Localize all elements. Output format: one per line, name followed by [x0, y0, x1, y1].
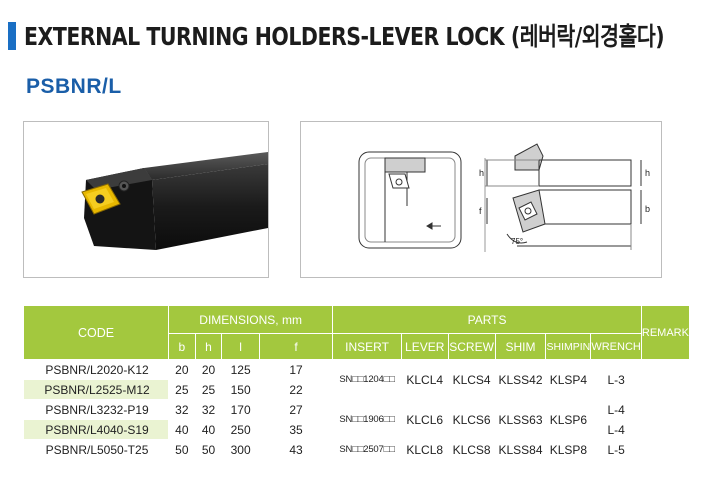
row-code: PSBNR/L2525-M12 — [22, 379, 170, 400]
header-wrench: WRENCH — [590, 333, 642, 360]
row-h: 32 — [194, 399, 223, 420]
table-row: PSBNR/L5050-T25 50 50 300 43 SN□□2507□□ … — [22, 439, 691, 460]
row-screw: KLCS8 — [447, 439, 496, 460]
row-l: 250 — [221, 419, 260, 440]
row-h: 20 — [194, 359, 223, 380]
row-b: 32 — [168, 399, 196, 420]
header-shim: SHIM — [494, 333, 547, 360]
row-b: 25 — [168, 379, 196, 400]
header-insert: INSERT — [332, 333, 402, 360]
row-f: 17 — [258, 359, 334, 380]
row-l: 300 — [221, 439, 260, 460]
table-row: PSBNR/L2525-M12 25 25 150 22 — [22, 379, 691, 400]
table-row: PSBNR/L2020-K12 20 20 125 17 SN□□1204□□ … — [22, 359, 691, 400]
row-b: 50 — [168, 439, 196, 460]
row-shimpin: KLSP8 — [545, 439, 592, 460]
row-b: 20 — [168, 359, 196, 380]
product-photo — [23, 121, 269, 278]
row-h: 25 — [194, 379, 223, 400]
row-f: 22 — [258, 379, 334, 400]
header-shimpin: SHIMPIN — [545, 333, 592, 360]
row-f: 27 — [258, 399, 334, 420]
row-lever: KLCL8 — [400, 439, 449, 460]
model-name: PSBNR/L — [26, 75, 122, 98]
row-shimpin: KLSP6 — [545, 399, 592, 440]
row-code: PSBNR/L4040-S19 — [22, 419, 170, 440]
label-f: f — [479, 206, 482, 216]
row-remark — [640, 399, 691, 420]
table-row: PSBNR/L3232-P19 32 32 170 27 SN□□1906□□ … — [22, 399, 691, 440]
header-lever: LEVER — [400, 333, 449, 360]
row-remark — [640, 379, 691, 400]
header-parts: PARTS — [332, 305, 642, 334]
row-remark — [640, 439, 691, 460]
header-dimensions: DIMENSIONS, mm — [168, 305, 334, 334]
header-dim-h: h — [194, 333, 223, 360]
row-remark — [640, 419, 691, 440]
header-screw: SCREW — [447, 333, 496, 360]
row-remark — [640, 359, 691, 380]
label-b: b — [645, 204, 650, 214]
row-b: 40 — [168, 419, 196, 440]
header-dim-l: l — [221, 333, 260, 360]
row-screw: KLCS4 — [447, 359, 496, 400]
header-code: CODE — [22, 305, 170, 360]
row-l: 150 — [221, 379, 260, 400]
row-h: 40 — [194, 419, 223, 440]
row-f: 35 — [258, 419, 334, 440]
tool-holder-image — [81, 152, 268, 250]
row-shim: KLSS63 — [494, 399, 547, 440]
row-l: 125 — [221, 359, 260, 380]
row-wrench: L-4 — [590, 419, 642, 440]
header-dim-b: b — [168, 333, 196, 360]
row-code: PSBNR/L2020-K12 — [22, 359, 170, 380]
row-lever: KLCL4 — [400, 359, 449, 400]
row-screw: KLCS6 — [447, 399, 496, 440]
header-remark: REMARK — [640, 305, 691, 360]
row-insert: SN□□1204□□ — [332, 359, 402, 400]
row-shim: KLSS42 — [494, 359, 547, 400]
row-wrench: L-3 — [590, 359, 642, 400]
label-h-right: h — [645, 168, 650, 178]
holder-drawing: h h f b 75° — [358, 143, 650, 252]
row-code: PSBNR/L3232-P19 — [22, 399, 170, 420]
row-l: 170 — [221, 399, 260, 420]
row-wrench: L-4 — [590, 399, 642, 420]
row-insert: SN□□1906□□ — [332, 399, 402, 440]
row-f: 43 — [258, 439, 334, 460]
row-shimpin: KLSP4 — [545, 359, 592, 400]
header-dim-f: f — [258, 333, 334, 360]
spec-table: CODE DIMENSIONS, mm PARTS REMARK b h l f… — [22, 305, 691, 460]
table-row: PSBNR/L4040-S19 40 40 250 35 L-4 — [22, 419, 691, 440]
row-lever: KLCL6 — [400, 399, 449, 440]
label-angle: 75° — [511, 237, 523, 246]
row-wrench: L-5 — [590, 439, 642, 460]
row-h: 50 — [194, 439, 223, 460]
row-insert: SN□□2507□□ — [332, 439, 402, 460]
row-code: PSBNR/L5050-T25 — [22, 439, 170, 460]
technical-diagram: h h f b 75° — [300, 121, 662, 278]
page-title: EXTERNAL TURNING HOLDERS-LEVER LOCK (레버락… — [24, 22, 665, 51]
row-shim: KLSS84 — [494, 439, 547, 460]
title-accent-bar — [8, 22, 16, 50]
label-h-left: h — [479, 168, 484, 178]
